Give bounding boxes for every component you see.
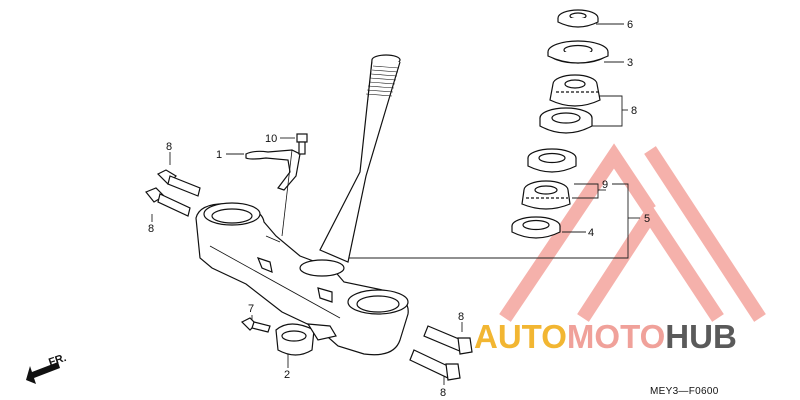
callout-8: 8 bbox=[166, 141, 172, 153]
callout-3: 3 bbox=[627, 57, 633, 69]
clamp-2 bbox=[275, 323, 337, 356]
leader-lines bbox=[151, 23, 640, 385]
watermark-logo: AUTOMOTOHUB bbox=[474, 318, 737, 356]
callout-7: 7 bbox=[248, 303, 254, 315]
callout-2: 2 bbox=[284, 369, 290, 381]
callout-9: 8 bbox=[631, 105, 637, 117]
callout-8: 8 bbox=[148, 223, 154, 235]
dust-seal-3 bbox=[547, 40, 609, 64]
callout-5: 5 bbox=[644, 213, 650, 225]
callout-8: 8 bbox=[458, 311, 464, 323]
watermark-moto: MOTO bbox=[566, 318, 666, 355]
lower-triple-clamp bbox=[195, 202, 409, 356]
watermark-auto: AUTO bbox=[474, 318, 567, 355]
watermark-hub: HUB bbox=[665, 318, 737, 355]
callout-10: 10 bbox=[265, 133, 277, 145]
front-marker: FR. bbox=[47, 352, 68, 369]
callout-9: 9 bbox=[602, 179, 608, 191]
bolts-8 bbox=[145, 169, 473, 381]
bolt-10 bbox=[296, 133, 308, 155]
callout-4: 4 bbox=[588, 227, 594, 239]
lower-bearing-9 bbox=[521, 148, 577, 210]
watermark-triangle-logo bbox=[499, 143, 766, 322]
lock-nut-6 bbox=[557, 9, 599, 28]
bolt-7 bbox=[240, 317, 271, 333]
callout-6: 6 bbox=[627, 19, 633, 31]
front-arrow-icon bbox=[26, 362, 60, 384]
upper-bearing-9 bbox=[539, 74, 601, 134]
steering-stem bbox=[319, 54, 401, 263]
callout-8: 8 bbox=[440, 387, 446, 399]
diagram-code: MEY3—F0600 bbox=[650, 386, 719, 397]
dust-seal-4 bbox=[511, 216, 561, 239]
hose-guide-1 bbox=[245, 149, 301, 237]
callout-1: 1 bbox=[216, 149, 222, 161]
